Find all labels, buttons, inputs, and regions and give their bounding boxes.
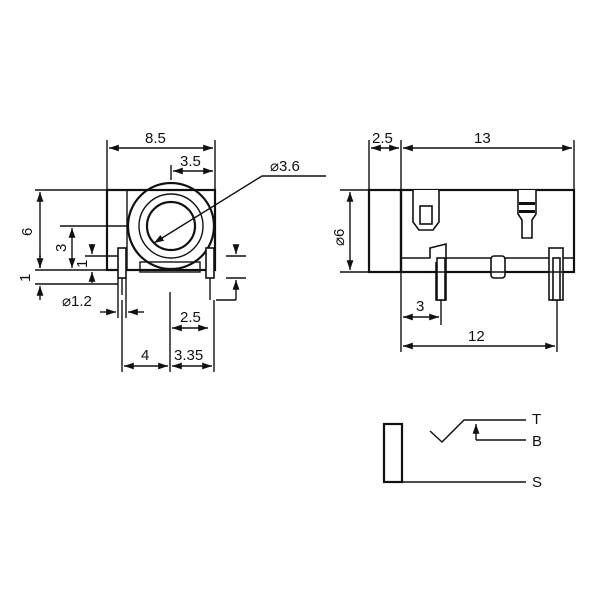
dim-nose-label: 2.5	[372, 130, 393, 147]
dim-left-span-label: 4	[141, 347, 149, 364]
socket-mid-ring	[138, 193, 204, 259]
schematic-tip-contact	[429, 419, 526, 443]
side-view: 2.5 13 ⌀6 3 12	[331, 130, 576, 352]
dim-center-height-label: 3	[53, 244, 70, 252]
dim-hole-diameter-label: ⌀3.6	[270, 158, 300, 175]
dim-base-label: 1	[17, 274, 34, 282]
schematic-sleeve-block	[382, 422, 404, 484]
socket-hole	[145, 200, 197, 252]
schematic-tip-label: T	[532, 411, 541, 428]
dim-pin-spacing-label: 2.5	[180, 309, 201, 326]
dim-right-span-label: 3.35	[174, 347, 203, 364]
dim-small-offset-label: 1	[74, 260, 91, 268]
front-base-step	[139, 261, 201, 273]
dim-barrel-diameter-label: ⌀6	[331, 229, 348, 246]
dim-offset-label: 3.5	[180, 153, 201, 170]
side-nose	[367, 188, 403, 274]
dim-first-pin-label: 3	[416, 298, 424, 315]
schematic-break-label: B	[532, 433, 542, 450]
front-view: 8.5 3.5 ⌀3.6 6 3 1 1 ⌀1.2	[17, 130, 326, 372]
dim-pin-diameter-label: ⌀1.2	[62, 293, 92, 310]
schematic-symbol: T B S	[382, 411, 542, 491]
socket-outer-ring	[126, 181, 216, 271]
dim-pin-span-label: 12	[468, 328, 485, 345]
side-pin-3	[552, 257, 561, 301]
front-pin-left	[117, 247, 127, 279]
dim-height-label: 6	[19, 228, 36, 236]
dim-hole-leader	[153, 175, 263, 244]
side-contact-right	[517, 190, 537, 239]
side-pin-2	[490, 255, 506, 279]
dim-width-label: 8.5	[145, 130, 166, 147]
front-pin-right	[205, 247, 215, 279]
schematic-sleeve-label: S	[532, 474, 542, 491]
dim-body-label: 13	[474, 130, 491, 147]
